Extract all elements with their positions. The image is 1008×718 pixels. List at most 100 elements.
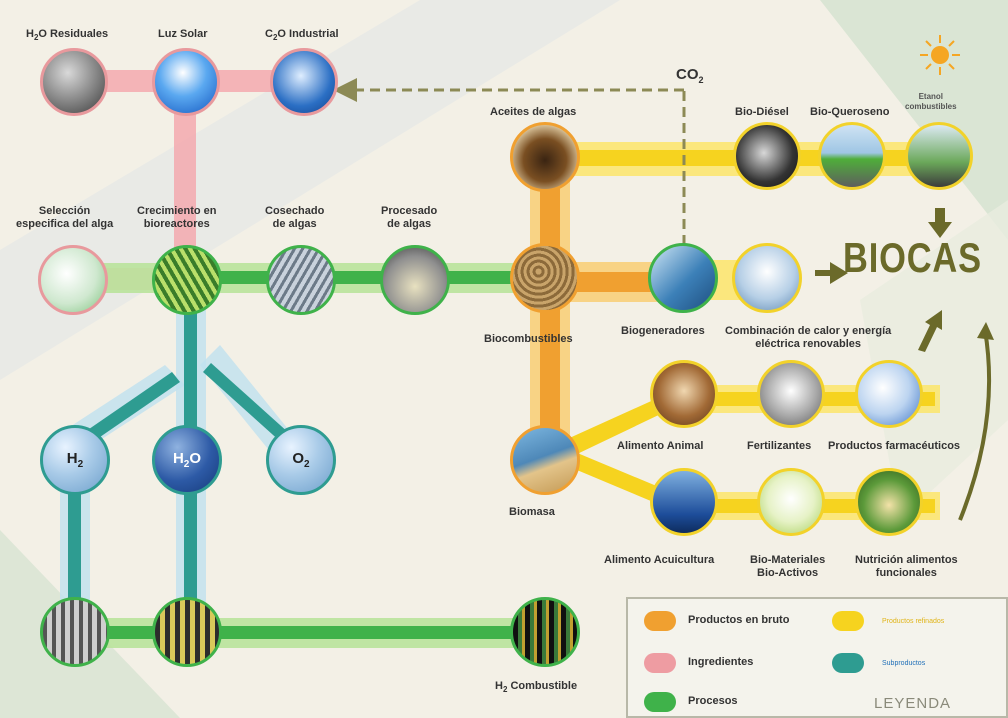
c2o-sub: 2: [272, 33, 278, 43]
legend: Productos en bruto Ingredientes Procesos…: [626, 597, 1008, 718]
cosechado-line-2: de algas: [272, 218, 317, 230]
biocombustibles-photo: [510, 243, 580, 313]
luz-solar-photo: [152, 48, 220, 116]
h2-bubble-pre: H: [66, 450, 78, 467]
label-c2o-industrial: C2O Industrial: [265, 28, 339, 44]
label-bio-queroseno: Bio-Queroseno: [810, 106, 890, 118]
label-cosechado: Cosechado de algas: [265, 205, 324, 231]
arrow-curved-up: [958, 329, 992, 521]
biocas-title: BIOCAS: [843, 234, 982, 281]
biomateriales-line-1: Bio-Materiales: [750, 554, 826, 566]
bioreactores-photo: [152, 245, 222, 315]
nutricion-line-1: Nutrición alimentos: [855, 554, 958, 566]
label-fertilizantes: Fertilizantes: [747, 440, 812, 452]
seleccion-alga-photo: [38, 245, 108, 315]
crecimiento-line-2: bioreactores: [143, 218, 210, 230]
nutricion-line-2: funcionales: [875, 567, 937, 579]
h2-combustible-photo: [510, 597, 580, 667]
co2-text: CO: [676, 66, 699, 83]
pink-bar-vertical: [174, 70, 196, 280]
h2o-bubble-pre: H: [172, 450, 184, 467]
procesado-photo: [380, 245, 450, 315]
biomateriales-photo: [757, 468, 825, 536]
biomasa-photo: [510, 425, 580, 495]
h2c-sub: 2: [502, 685, 508, 695]
legend-title: LEYENDA: [874, 695, 952, 712]
biogeneradores-photo: [648, 243, 718, 313]
teal-left-drop: [68, 470, 81, 625]
h2o-bubble-post: O: [189, 450, 202, 467]
combinacion-line-1: Combinación de calor y energía: [725, 325, 892, 337]
h2o-residuales-photo: [40, 48, 108, 116]
legend-swatch-refined: [832, 611, 864, 631]
h2o-bubble: H2O: [152, 425, 222, 495]
acuicultura-photo: [650, 468, 718, 536]
label-h2o-residuales: H2O Residuales: [26, 28, 108, 44]
label-luz-solar: Luz Solar: [158, 28, 208, 40]
alimento-animal-photo: [650, 360, 718, 428]
label-bio-diesel: Bio-Diésel: [735, 106, 789, 118]
legend-label-process: Procesos: [688, 695, 738, 707]
label-alimento-animal: Alimento Animal: [617, 440, 704, 452]
seleccion-line-1: Selección: [38, 205, 91, 217]
green-process-bar: [190, 271, 530, 284]
label-biomasa: Biomasa: [509, 506, 555, 518]
biomateriales-line-2: Bio-Activos: [757, 567, 819, 579]
legend-label-ingredient: Ingredientes: [688, 656, 754, 668]
h2c-post: Combustible: [507, 680, 578, 692]
h2-plant-left-photo: [40, 597, 110, 667]
fertilizantes-photo: [757, 360, 825, 428]
o2-bubble-sub: 2: [304, 459, 310, 470]
arrow-right: [815, 262, 848, 284]
bio-diesel-photo: [733, 122, 801, 190]
label-aceites: Aceites de algas: [490, 106, 577, 118]
crecimiento-line-1: Crecimiento en: [137, 205, 217, 217]
cosechado-photo: [266, 245, 336, 315]
o2-bubble: O2: [266, 425, 336, 495]
sun-icon: [920, 35, 960, 75]
combinacion-photo: [732, 243, 802, 313]
h2o-bubble-sub: 2: [183, 459, 190, 470]
etanol-line-1: Etanol: [918, 92, 944, 101]
green-bottom-bar: [70, 626, 540, 639]
co2-sub: 2: [698, 75, 704, 85]
h2c-pre: H: [495, 680, 503, 692]
label-nutricion: Nutrición alimentos funcionales: [855, 554, 958, 580]
c2o-pre: C: [265, 28, 273, 40]
label-procesado: Procesado de algas: [381, 205, 437, 231]
c2o-industrial-photo: [270, 48, 338, 116]
farmaceuticos-photo: [855, 360, 923, 428]
legend-swatch-process: [644, 692, 676, 712]
legend-swatch-raw: [644, 611, 676, 631]
label-seleccion: Selección especifica del alga: [16, 205, 113, 231]
label-biogeneradores: Biogeneradores: [621, 325, 705, 337]
nutricion-photo: [855, 468, 923, 536]
label-acuicultura: Alimento Acuicultura: [604, 554, 715, 566]
aceites-photo: [510, 122, 580, 192]
label-etanol: Etanol combustibles: [905, 92, 957, 112]
label-h2-combustible: H2 Combustible: [495, 680, 577, 696]
seleccion-line-2: especifica del alga: [16, 218, 114, 230]
h2o-res-pre: H: [26, 28, 34, 40]
o2-bubble-pre: O: [292, 450, 305, 467]
cosechado-line-1: Cosechado: [265, 205, 325, 217]
bio-queroseno-photo: [818, 122, 886, 190]
h2-bubble: H2: [40, 425, 110, 495]
h2-plant-mid-photo: [152, 597, 222, 667]
legend-label-refined: Productos refinados: [882, 618, 945, 625]
legend-label-byproduct: Subproductos: [882, 660, 926, 667]
co2-label: CO2: [676, 66, 704, 85]
label-crecimiento: Crecimiento en bioreactores: [137, 205, 216, 231]
etanol-line-2: combustibles: [905, 102, 957, 111]
etanol-photo: [905, 122, 973, 190]
procesado-line-1: Procesado: [381, 205, 438, 217]
arrow-up-right: [918, 310, 942, 352]
label-combinacion: Combinación de calor y energía eléctrica…: [725, 325, 891, 351]
h2o-res-sub: 2: [33, 33, 39, 43]
label-biocombustibles: Biocombustibles: [484, 333, 573, 345]
label-farmaceuticos: Productos farmacéuticos: [828, 440, 961, 452]
legend-label-raw: Productos en bruto: [688, 614, 790, 626]
legend-swatch-ingredient: [644, 653, 676, 673]
procesado-line-2: de algas: [387, 218, 432, 230]
